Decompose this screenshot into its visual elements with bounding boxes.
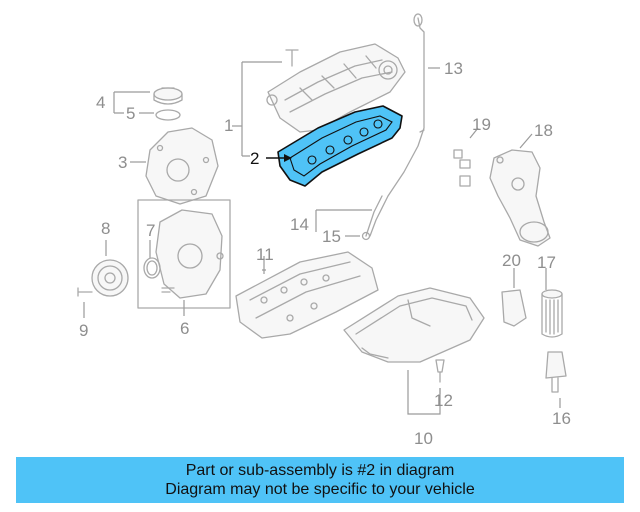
callout-15: 15 <box>322 227 341 246</box>
filter-cap-part <box>501 289 527 327</box>
callout-19: 19 <box>472 115 491 134</box>
callout-5: 5 <box>126 104 135 123</box>
callout-18: 18 <box>534 121 553 140</box>
callout-13: 13 <box>444 59 463 78</box>
callout-9: 9 <box>79 321 88 340</box>
oil-filter-housing-part <box>489 149 551 247</box>
sensor-part <box>545 351 567 393</box>
valve-cover-part <box>266 43 406 133</box>
banner-line-1: Part or sub-assembly is #2 in diagram <box>185 462 455 479</box>
valve-cover-gasket-part <box>277 105 403 187</box>
callout-2: 2 <box>250 149 259 168</box>
callout-1: 1 <box>224 116 233 135</box>
callout-6: 6 <box>180 319 189 338</box>
callout-10: 10 <box>414 429 433 448</box>
small-bolts-part <box>453 149 471 187</box>
leader-lines <box>83 61 561 415</box>
callout-12: 12 <box>434 391 453 410</box>
callout-4: 4 <box>96 93 105 112</box>
drain-plug-part <box>435 359 445 383</box>
lower-cover-assembly <box>137 199 231 309</box>
callout-14: 14 <box>290 215 309 234</box>
callout-17: 17 <box>537 253 556 272</box>
oil-baffle-part <box>235 251 379 339</box>
callout-11: 11 <box>256 245 274 264</box>
callout-arrowhead-2 <box>284 154 292 162</box>
callout-7: 7 <box>146 221 155 240</box>
callout-20: 20 <box>502 251 521 270</box>
parts-diagram: 1 2 3 4 5 6 7 8 9 10 11 12 13 14 15 16 1… <box>77 13 571 448</box>
callout-3: 3 <box>118 153 127 172</box>
callout-8: 8 <box>101 219 110 238</box>
banner-line-2: Diagram may not be specific to your vehi… <box>165 481 475 498</box>
dipstick-tube-part <box>361 195 383 241</box>
oil-pan-part <box>343 287 485 363</box>
dipstick-part <box>369 13 425 237</box>
info-banner: Part or sub-assembly is #2 in diagram Di… <box>16 457 624 503</box>
callout-16: 16 <box>552 409 571 428</box>
filler-cap-part <box>153 87 183 121</box>
crank-pulley-part <box>77 259 129 297</box>
oil-filter-part <box>541 289 563 338</box>
timing-cover-part <box>145 127 219 205</box>
